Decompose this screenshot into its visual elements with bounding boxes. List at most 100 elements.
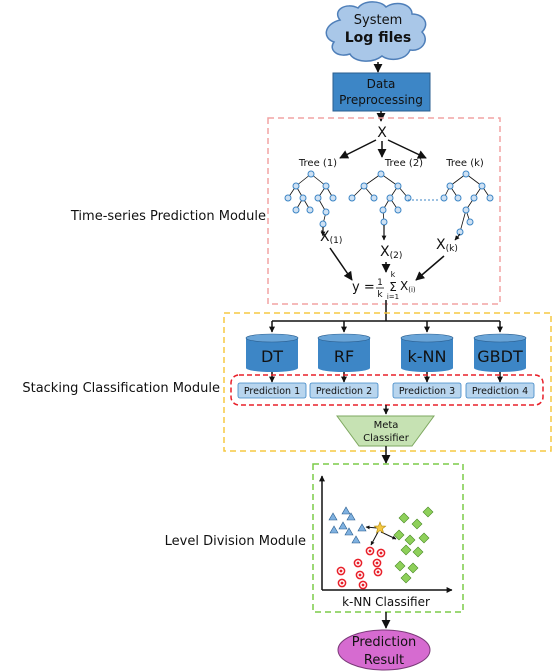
prediction-box-2: Prediction 2: [309, 382, 379, 399]
circle-point-center: [358, 573, 362, 577]
tree-node: [319, 220, 327, 228]
tree-node: [386, 194, 394, 202]
query-star-icon: [373, 521, 387, 534]
tree-node: [329, 194, 337, 202]
tree2-label: Tree (2): [384, 158, 423, 169]
timeseries-module-label: Time-series Prediction Module: [70, 209, 266, 224]
model-knn-cylinder: k-NN: [400, 333, 454, 383]
model-rf-cylinder: RF: [317, 333, 371, 383]
tree-node: [380, 218, 388, 226]
timeseries-module-box: [267, 117, 501, 305]
formula-frac-den: k: [377, 290, 383, 300]
cylinder-top: [473, 333, 527, 343]
tree-node: [348, 194, 356, 202]
tree-node: [306, 206, 314, 214]
stacking-module-label: Stacking Classification Module: [22, 381, 220, 396]
circle-point-center: [379, 551, 383, 555]
cylinder-body: [474, 338, 526, 368]
level-module-box: [312, 463, 464, 613]
tree-node: [454, 194, 462, 202]
arrow-x-to-tree1: [339, 139, 377, 159]
knn-scatter-points: [328, 506, 434, 590]
prediction-rect: [465, 382, 535, 399]
diamond-point: [422, 506, 434, 518]
tree-2: [348, 170, 412, 241]
tree-node: [307, 170, 315, 178]
tree-3: [440, 170, 494, 241]
output-x1: X(1): [320, 229, 342, 246]
circle-point-center: [376, 570, 380, 574]
diamond-point: [412, 546, 424, 558]
preprocess-line2: Preprocessing: [339, 93, 423, 107]
cloud-line1: System: [354, 13, 402, 28]
tree-node: [314, 194, 322, 202]
meta-line2: Classifier: [363, 433, 410, 444]
cloud-shape: [325, 1, 427, 62]
cylinder-top: [245, 333, 299, 343]
cylinder-bottom: [401, 364, 453, 372]
tree-output-arrow: [454, 233, 461, 241]
tree-node: [379, 206, 387, 214]
system-log-cloud: System Log files: [325, 1, 427, 62]
circle-point-center: [339, 569, 343, 573]
triangle-point: [341, 506, 351, 515]
cylinder-body: [401, 338, 453, 368]
preprocess-rect: [332, 72, 431, 112]
tree-node: [466, 218, 474, 226]
prediction-label: Prediction 1: [244, 386, 300, 397]
cylinder-body: [318, 338, 370, 368]
diamond-point: [398, 512, 410, 524]
model-label: k-NN: [408, 347, 447, 366]
prediction-box-4: Prediction 4: [465, 382, 535, 399]
tree-node: [299, 194, 307, 202]
treek-label: Tree (k): [445, 158, 484, 169]
prediction-label: Prediction 3: [399, 386, 455, 397]
circle-point-center: [340, 581, 344, 585]
formula-term: X(i): [400, 279, 416, 294]
tree-node: [322, 182, 330, 190]
model-label: DT: [261, 347, 283, 366]
decision-trees: [284, 170, 494, 241]
tree-node: [456, 228, 464, 236]
tree-node: [446, 182, 454, 190]
formula-lhs: y =: [352, 280, 375, 295]
triangle-point: [328, 512, 338, 521]
prediction-label: Prediction 2: [316, 386, 372, 397]
cylinder-body: [246, 338, 298, 368]
cloud-line2: Log files: [345, 30, 411, 46]
result-line2: Result: [364, 653, 404, 668]
triangle-point: [344, 527, 354, 536]
model-label: GBDT: [477, 347, 523, 366]
input-x-symbol: X: [377, 125, 387, 141]
output-xk: X(k): [436, 237, 458, 254]
prediction-box-1: Prediction 1: [237, 382, 307, 399]
circle-point-center: [368, 549, 372, 553]
circle-point-center: [361, 583, 365, 587]
circle-point-center: [356, 561, 360, 565]
formula-sum-sign: Σ: [389, 280, 397, 294]
tree-node: [360, 182, 368, 190]
formula-sum-bottom: i=1: [387, 293, 399, 301]
cylinder-bottom: [246, 364, 298, 372]
preprocess-line1: Data: [367, 77, 396, 91]
triangle-point: [338, 521, 348, 530]
tree-node: [284, 194, 292, 202]
result-ellipse: [337, 629, 431, 671]
tree-node: [292, 206, 300, 214]
query-arrow: [365, 525, 378, 530]
query-arrow: [370, 531, 379, 546]
diamond-point: [400, 572, 412, 584]
data-preprocessing-box: Data Preprocessing: [332, 72, 431, 112]
prediction-boxes: Prediction 1 Prediction 2 Prediction 3 Pred…: [237, 382, 535, 399]
output-x2: X(2): [380, 244, 402, 261]
model-gbdt-cylinder: GBDT: [473, 333, 527, 383]
tree-node: [394, 206, 402, 214]
circle-point-center: [375, 561, 379, 565]
cylinder-top: [317, 333, 371, 343]
diamond-point: [400, 544, 412, 556]
diamond-point: [407, 562, 419, 574]
prediction-rect: [237, 382, 307, 399]
meta-classifier-shape: [336, 415, 435, 447]
model-label: RF: [334, 347, 354, 366]
